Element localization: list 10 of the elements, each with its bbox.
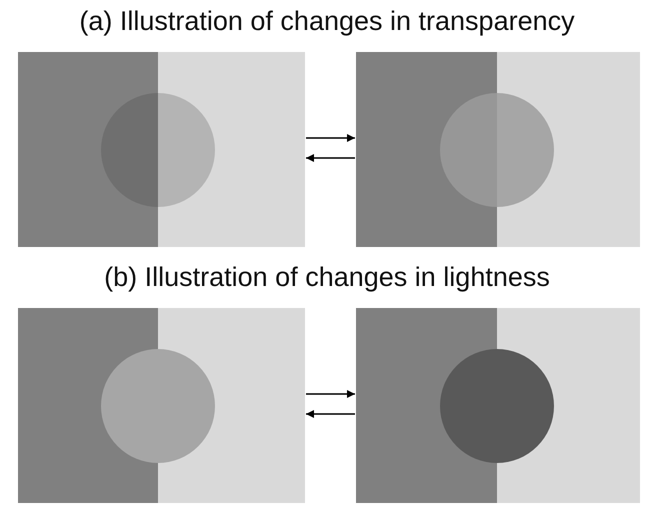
- panel-drawing: [18, 308, 305, 503]
- arrow: [306, 390, 355, 398]
- caption-heading: (b) Illustration of changes in lightness: [103, 262, 551, 293]
- arrow: [306, 410, 355, 418]
- caption-heading: (a) Illustration of changes in transparency: [78, 6, 576, 37]
- arrow: [306, 134, 355, 142]
- arrow: [306, 154, 355, 162]
- panel-drawing: [356, 52, 640, 247]
- panel-drawing: [18, 52, 305, 247]
- panel-drawing: [356, 308, 640, 503]
